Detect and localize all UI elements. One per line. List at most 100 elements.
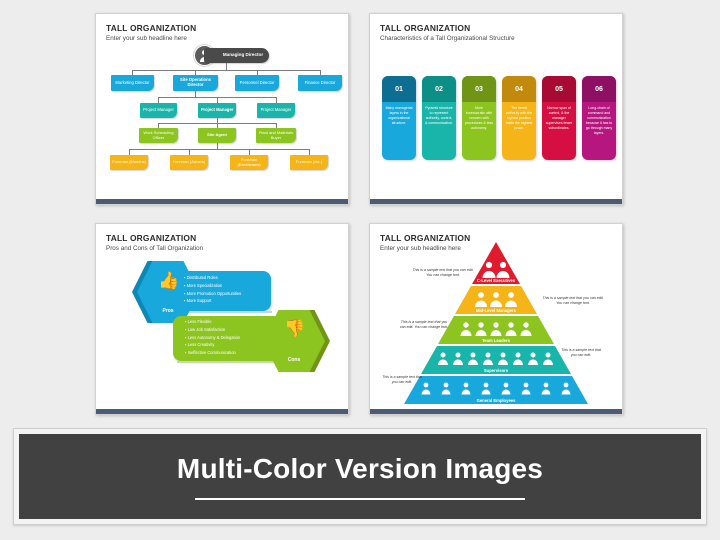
characteristic-text: Pyramid structure to represent authority… (425, 106, 453, 126)
org-node-foreman[interactable]: Foreman (etc.) (290, 155, 328, 170)
org-node-project-manager[interactable]: Project Manager (257, 103, 295, 118)
banner-inner: Multi-Color Version Images (19, 434, 701, 519)
list-item: More Support (184, 297, 272, 305)
list-item: Less Flexible (185, 318, 277, 326)
connector (226, 62, 227, 70)
slide-card-pyramid[interactable]: TALL ORGANIZATION Enter your sub headlin… (369, 223, 623, 415)
cons-label: Cons (287, 357, 301, 363)
org-node-director[interactable]: Marketing Director (111, 75, 154, 91)
person-icon-group-level-1 (482, 261, 510, 278)
org-node-label: Plant and Materials Buyer (258, 130, 294, 140)
pyramid-annotation-5: This is a sample text that you can edit. (382, 375, 422, 385)
org-node-foreman[interactable]: Foreman (Masons) (110, 155, 148, 170)
characteristic-card[interactable]: 04 The tiered authority with the highest… (502, 76, 536, 160)
page-subtitle: Characteristics of a Tall Organizational… (380, 35, 515, 42)
slide4-content: TALL ORGANIZATION Enter your sub headlin… (370, 224, 622, 409)
characteristic-text: Narrow span of control, & the manager su… (545, 106, 573, 131)
connector (276, 97, 277, 103)
org-node-label: Foreman (Joiners) (172, 159, 206, 165)
org-node-director[interactable]: Personnel Director (235, 75, 279, 91)
page-subtitle: Pros and Cons of Tall Organization (106, 245, 204, 252)
characteristic-number: 03 (462, 76, 496, 102)
thumbs-down-icon: 👎 (284, 319, 306, 338)
characteristic-number: 05 (542, 76, 576, 102)
cons-band-shadow (177, 361, 287, 363)
slide-card-characteristics[interactable]: TALL ORGANIZATION Characteristics of a T… (369, 13, 623, 205)
characteristic-number: 04 (502, 76, 536, 102)
pyramid-label-3: Team Leaders (482, 338, 511, 343)
org-node-officer[interactable]: Plant and Materials Buyer (256, 128, 296, 143)
characteristic-text: Many managerial layers in the organizati… (385, 106, 413, 126)
connector (217, 97, 218, 103)
org-node-label: Personnel Director (239, 79, 275, 85)
org-node-foreman[interactable]: Foreman (Joiners) (170, 155, 208, 170)
card-footer-bar (96, 199, 348, 204)
thumbs-up-icon: 👍 (158, 271, 180, 290)
characteristic-card[interactable]: 03 More bureaucratic with concern with p… (462, 76, 496, 160)
pyramid-label-2: Mid-Level Managers (476, 308, 517, 313)
pyramid-annotation-3: This is a sample text that you can edit.… (399, 320, 449, 330)
characteristic-text: Long-chain of command and communication … (585, 106, 613, 136)
pyramid-level-5 (404, 376, 588, 404)
org-node-project-manager[interactable]: Project Manager (198, 103, 236, 118)
characteristic-card[interactable]: 02 Pyramid structure to represent author… (422, 76, 456, 160)
characteristic-card[interactable]: 05 Narrow span of control, & the manager… (542, 76, 576, 160)
list-item: Less Creativity (185, 341, 277, 349)
connector (129, 149, 130, 155)
list-item: Less Autonomy & Delegation (185, 334, 277, 342)
org-node-label: Marketing Director (115, 79, 150, 85)
org-node-director[interactable]: Finance Director (298, 75, 342, 91)
list-item: More Promotion Opportunities (184, 290, 272, 298)
org-node-director[interactable]: Site Operations Director (173, 75, 218, 91)
pyramid-diagram: C-Level Executives Mid-Level Managers Te… (404, 242, 588, 404)
slide-card-org-chart[interactable]: TALL ORGANIZATION Enter your sub headlin… (95, 13, 349, 205)
banner-title: Multi-Color Version Images (176, 453, 544, 485)
connector (158, 123, 159, 128)
page-title: TALL ORGANIZATION (106, 23, 197, 33)
connector (217, 123, 218, 128)
person-icon-group-level-4 (438, 352, 553, 365)
card-footer-bar (370, 199, 622, 204)
connector (132, 69, 320, 71)
pyramid-label-1: C-Level Executives (477, 278, 516, 283)
banner-divider (195, 498, 525, 500)
org-node-label: Foreman (Masons) (112, 159, 146, 165)
list-item: More Specialization (184, 282, 272, 290)
org-node-officer[interactable]: Site Agent (198, 128, 236, 143)
pyramid-annotation-4: This is a sample text that you can edit. (561, 348, 601, 358)
org-node-label: Foreman (Electricians) (237, 157, 261, 167)
connector (129, 149, 309, 150)
characteristic-text: The tiered authority with the highest po… (505, 106, 533, 131)
person-icon-group-level-2 (475, 292, 517, 307)
characteristic-card[interactable]: 01 Many managerial layers in the organiz… (382, 76, 416, 160)
connector (249, 149, 250, 155)
connector (257, 69, 258, 76)
person-icon-group-level-3 (460, 322, 532, 336)
org-node-label: Work Scheduling Officer (143, 130, 174, 140)
org-node-managing-director[interactable]: Managing Director (204, 47, 269, 63)
list-item: Distributed Roles (184, 274, 272, 282)
org-node-project-manager[interactable]: Project Manager (140, 103, 177, 118)
connector (189, 149, 190, 155)
pyramid-annotation-1: This is a sample text that you can edit.… (412, 268, 474, 278)
person-icon-group-level-5 (421, 382, 571, 395)
pyramid-annotation-2: This is a sample text that you can edit.… (542, 296, 604, 306)
connector (195, 69, 196, 76)
characteristic-card[interactable]: 06 Long-chain of command and communicati… (582, 76, 616, 160)
characteristic-text: More bureaucratic with concern with proc… (465, 106, 494, 131)
org-node-officer[interactable]: Work Scheduling Officer (139, 128, 178, 143)
page-title: TALL ORGANIZATION (380, 23, 471, 33)
org-node-label: Finance Director (304, 79, 336, 85)
pros-list: Distributed Roles More Specialization Mo… (184, 274, 272, 305)
characteristic-number: 06 (582, 76, 616, 102)
list-item: Low Job Satisfaction (185, 326, 277, 334)
org-node-label: Foreman (etc.) (295, 159, 323, 165)
org-node-foreman[interactable]: Foreman (Electricians) (230, 155, 268, 170)
org-node-label: Site Agent (207, 132, 227, 138)
connector (158, 97, 159, 103)
org-node-label: Managing Director (222, 52, 264, 58)
slide-card-pros-cons[interactable]: TALL ORGANIZATION Pros and Cons of Tall … (95, 223, 349, 415)
characteristic-number: 01 (382, 76, 416, 102)
connector (217, 143, 218, 149)
